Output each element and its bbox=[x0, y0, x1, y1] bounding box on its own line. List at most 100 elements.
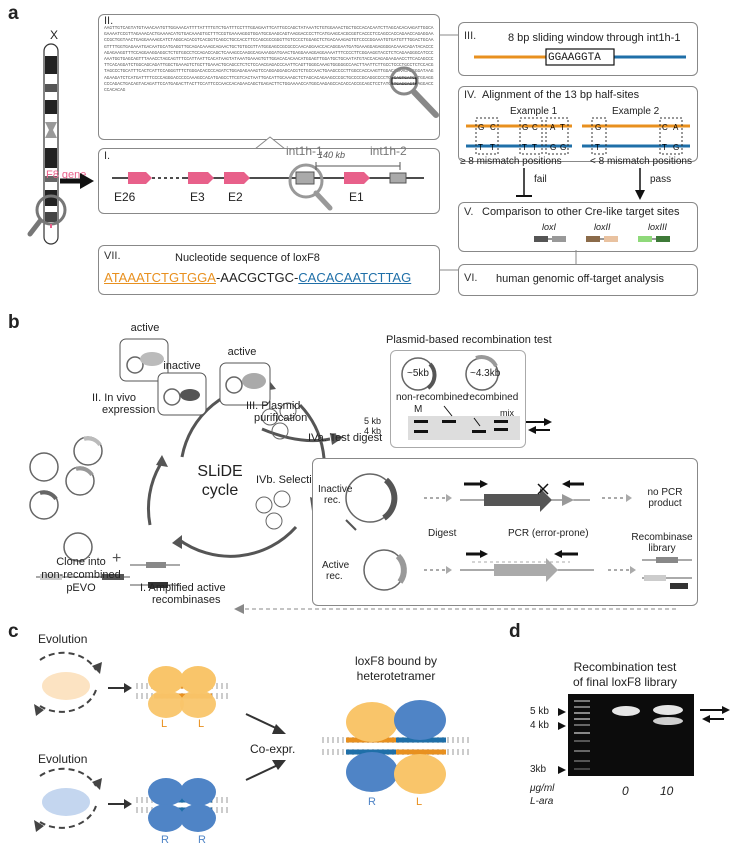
box-VI-offtarget bbox=[458, 264, 698, 296]
box-III-roman: III. bbox=[464, 30, 477, 42]
slide-cycle-diagram: + bbox=[29, 338, 677, 614]
chromosome-x-icon bbox=[27, 43, 67, 245]
svg-text:T: T bbox=[560, 123, 565, 132]
size-4kb-label: ~4.3kb bbox=[470, 368, 501, 379]
clone-line1: Clone into bbox=[56, 556, 106, 568]
exon-E26-label: E26 bbox=[114, 190, 136, 204]
step-III-line2: purification bbox=[254, 412, 308, 424]
lane-10-label: 10 bbox=[660, 784, 674, 798]
box-IV-roman: IV. bbox=[464, 89, 477, 101]
cycle-title-line2: cycle bbox=[201, 482, 239, 499]
gel-4kb-label: 4 kb bbox=[364, 426, 382, 436]
box-II-roman: II. bbox=[104, 15, 114, 27]
no-pcr-line1: no PCR bbox=[647, 487, 683, 498]
slide-cycle-title: SLiDE cycle bbox=[187, 462, 253, 500]
ara-line1: μg/ml bbox=[530, 783, 555, 794]
primer-arrows-icon bbox=[526, 418, 552, 434]
gel-title-line2: of final loxF8 library bbox=[572, 675, 678, 689]
svg-text:G: G bbox=[550, 143, 556, 152]
exon-E1-label: E1 bbox=[349, 190, 364, 204]
library-line2: library bbox=[648, 543, 676, 554]
exon-E2-label: E2 bbox=[228, 190, 243, 204]
svg-text:G: G bbox=[595, 123, 601, 132]
svg-text:T: T bbox=[595, 143, 600, 152]
step-II-line2: expression bbox=[102, 404, 156, 416]
svg-text:C: C bbox=[532, 123, 538, 132]
box-I-roman: I. bbox=[104, 150, 111, 162]
svg-text:G: G bbox=[478, 123, 484, 132]
R-label-3: R bbox=[368, 796, 376, 808]
L-label-2: L bbox=[198, 718, 205, 730]
evolution-label-1: Evolution bbox=[38, 632, 88, 646]
svg-text:G: G bbox=[673, 143, 679, 152]
sliding-window-diagram bbox=[474, 48, 686, 66]
exon-E3-label: E3 bbox=[190, 190, 205, 204]
loxF8-right-arm: CACACAATCTTAG bbox=[298, 270, 412, 285]
arrow-V-to-VI bbox=[575, 250, 577, 264]
connector-II-III bbox=[440, 34, 458, 36]
plasmid-test-title: Plasmid-based recombination test bbox=[386, 334, 552, 346]
box-II-sequence bbox=[98, 14, 440, 140]
example-1-label: Example 1 bbox=[510, 106, 558, 117]
mismatch-high-label: ≥ 8 mismatch positions bbox=[460, 156, 562, 167]
nonrec-label: non-recombined bbox=[396, 392, 469, 403]
pass-label: pass bbox=[650, 174, 672, 185]
ara-line2: L-ara bbox=[530, 796, 554, 807]
lane-0-label: 0 bbox=[622, 784, 629, 798]
inactive-rec-line2: rec. bbox=[324, 495, 341, 506]
loxIII-label: loxIII bbox=[648, 222, 668, 232]
sliding-window-sequence: GGAAGGTA bbox=[548, 52, 601, 64]
svg-text:T: T bbox=[478, 143, 483, 152]
active-label-2: active bbox=[227, 346, 257, 358]
svg-text:C: C bbox=[662, 123, 668, 132]
box-IV-title: Alignment of the 13 bp half-sites bbox=[482, 89, 640, 101]
no-pcr-line2: product bbox=[648, 498, 682, 509]
active-rec-line1: Active bbox=[322, 560, 350, 571]
svg-text:T: T bbox=[490, 143, 495, 152]
loxF8-spacer: -AACGCTGC- bbox=[215, 270, 299, 285]
box-VII-loxF8 bbox=[98, 245, 440, 295]
svg-text:A: A bbox=[673, 123, 679, 132]
box-V-title: Comparison to other Cre-like target site… bbox=[482, 206, 680, 218]
box-V-comparison bbox=[458, 202, 698, 252]
test-digest-diagram bbox=[401, 354, 520, 440]
L-label-1: L bbox=[161, 718, 168, 730]
box-VI-title: human genomic off-target analysis bbox=[496, 273, 664, 285]
panel-label-b: b bbox=[8, 312, 20, 333]
size-5kb-label: ~5kb bbox=[407, 368, 429, 379]
gel-mix-label: mix bbox=[500, 408, 514, 418]
gel-title-line1: Recombination test bbox=[573, 660, 677, 674]
clone-line3: pEVO bbox=[66, 582, 96, 594]
gel-5kb-label: 5 kb bbox=[364, 416, 382, 426]
loxII-label: loxII bbox=[594, 222, 611, 232]
chromosome-label: X bbox=[50, 28, 59, 42]
lox-site-bars bbox=[534, 236, 670, 242]
box-VII-roman: VII. bbox=[104, 250, 121, 262]
L-label-3: L bbox=[416, 796, 423, 808]
svg-text:G: G bbox=[522, 123, 528, 132]
loxF8-sequence: ATAAATCTGTGGA-AACGCTGC-CACACAATCTTAG bbox=[104, 270, 411, 285]
genomic-sequence-text: AAGTTGTCAGTATGTAAACAATGTTGGAAACATTTTATTT… bbox=[104, 26, 434, 94]
step-IVa-label: IVa. Test digest bbox=[308, 432, 383, 444]
fail-pass-arrows bbox=[516, 168, 645, 200]
ladder-4kb-label: 4 kb bbox=[530, 720, 549, 731]
magnifier-icon bbox=[389, 66, 439, 118]
svg-text:T: T bbox=[522, 143, 527, 152]
loxI-label: loxI bbox=[542, 222, 557, 232]
ladder-5kb-label: 5 kb bbox=[530, 706, 549, 717]
coexpr-label: Co-expr. bbox=[250, 742, 296, 756]
mismatch-low-label: < 8 mismatch positions bbox=[590, 156, 692, 167]
zoom-arrow-icon bbox=[60, 173, 94, 189]
box-III-title: 8 bp sliding window through int1h-1 bbox=[508, 32, 681, 44]
cycle-title-line1: SLiDE bbox=[197, 463, 243, 480]
selection-diagram bbox=[345, 473, 692, 591]
